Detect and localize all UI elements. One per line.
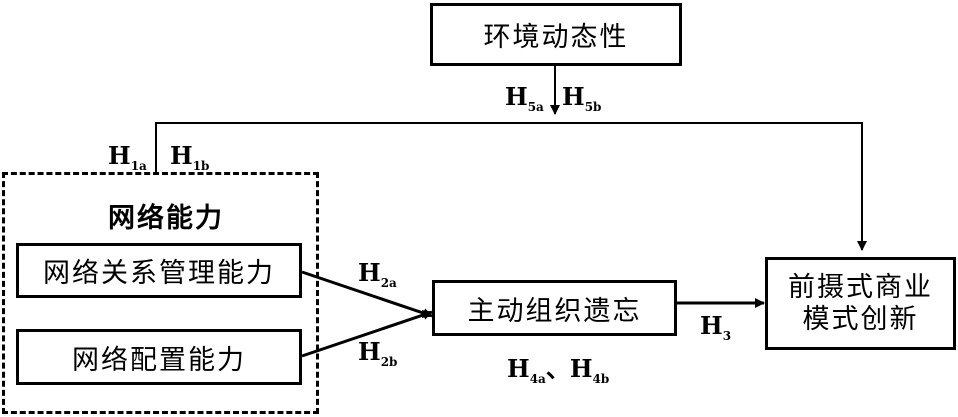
arrow-relation-to-unlearning bbox=[301, 270, 433, 318]
hypothesis-h2a: H2a bbox=[358, 258, 397, 290]
node-environment: 环境动态性 bbox=[430, 3, 682, 66]
hypothesis-h4: H4a、H4b bbox=[507, 349, 609, 386]
hypothesis-h4-separator: 、 bbox=[545, 354, 570, 383]
node-relation-management: 网络关系管理能力 bbox=[16, 243, 302, 298]
node-environment-label: 环境动态性 bbox=[483, 22, 629, 53]
path-group-to-innovation bbox=[155, 122, 867, 251]
group-title: 网络能力 bbox=[108, 203, 224, 234]
arrow-config-to-unlearning bbox=[301, 310, 433, 358]
hypothesis-h5b: H5b bbox=[562, 82, 602, 114]
node-relation-management-label: 网络关系管理能力 bbox=[43, 258, 275, 289]
hypothesis-h2b: H2b bbox=[358, 337, 398, 369]
node-configuration: 网络配置能力 bbox=[16, 329, 302, 385]
hypothesis-h3: H3 bbox=[700, 311, 732, 343]
node-configuration-label: 网络配置能力 bbox=[72, 344, 246, 376]
group-network-capability bbox=[2, 172, 319, 414]
hypothesis-h5a: H5a bbox=[505, 82, 544, 114]
node-innovation-line1: 前摄式商业 bbox=[788, 271, 933, 303]
hypothesis-h1b: H1b bbox=[170, 141, 210, 173]
node-unlearning: 主动组织遗忘 bbox=[432, 280, 677, 336]
node-innovation-line2: 模式创新 bbox=[802, 303, 919, 335]
hypothesis-h4b: H4b bbox=[569, 354, 610, 386]
hypothesis-h4a: H4a bbox=[507, 354, 546, 386]
node-innovation: 前摄式商业 模式创新 bbox=[765, 257, 956, 350]
hypothesis-h1a: H1a bbox=[108, 141, 147, 173]
node-unlearning-label: 主动组织遗忘 bbox=[467, 295, 642, 327]
